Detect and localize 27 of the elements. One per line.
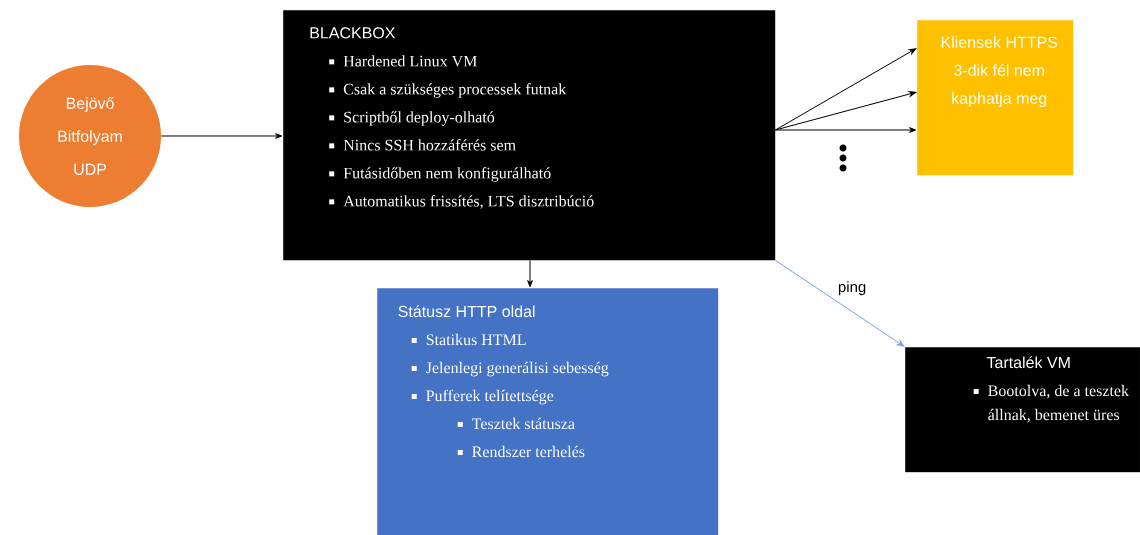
bullet-item: Bootolva, de a tesztek állnak, bemenet üres <box>973 384 1129 423</box>
bullet-item: Statikus HTML <box>411 333 526 346</box>
bullet-item: Automatikus frissítés, LTS disztribúció <box>329 195 594 209</box>
bullet-item: Futásidőben nem konfigurálható <box>329 167 551 182</box>
arrow <box>160 133 283 139</box>
bullet-item: Jelenlegi generálisi sebesség <box>411 361 609 377</box>
bullet-item: Hardened Linux VM <box>329 55 477 67</box>
bullet-item: Pufferek telítettsége <box>411 389 554 405</box>
process-box <box>377 288 719 535</box>
arrow <box>774 127 917 133</box>
process-box <box>905 347 1140 473</box>
node-heading: BLACKBOX <box>310 27 396 39</box>
node-heading: Státusz HTTP oldal <box>398 305 535 318</box>
bullet-item: Nincs SSH hozzáférés sem <box>329 139 516 151</box>
node-heading: Kliensek HTTPS 3-dik fél nem kaphatja meg <box>941 36 1058 108</box>
bullet-item: Tesztek státusza <box>457 417 575 430</box>
arrow <box>774 259 905 347</box>
circle-node: Bejövő Bitfolyam UDP <box>19 65 161 207</box>
arrow <box>527 259 533 288</box>
process-box <box>917 20 1074 176</box>
bullet-item: Csak a szükséges processek futnak <box>329 83 567 98</box>
edge-label: ping <box>838 281 866 296</box>
bullet-item: Rendszer terhelés <box>457 445 585 458</box>
process-box <box>283 10 776 261</box>
bullet-item: Scriptből deploy-olható <box>329 111 495 126</box>
arrow <box>774 48 917 131</box>
node-heading: Tartalék VM <box>986 356 1070 369</box>
